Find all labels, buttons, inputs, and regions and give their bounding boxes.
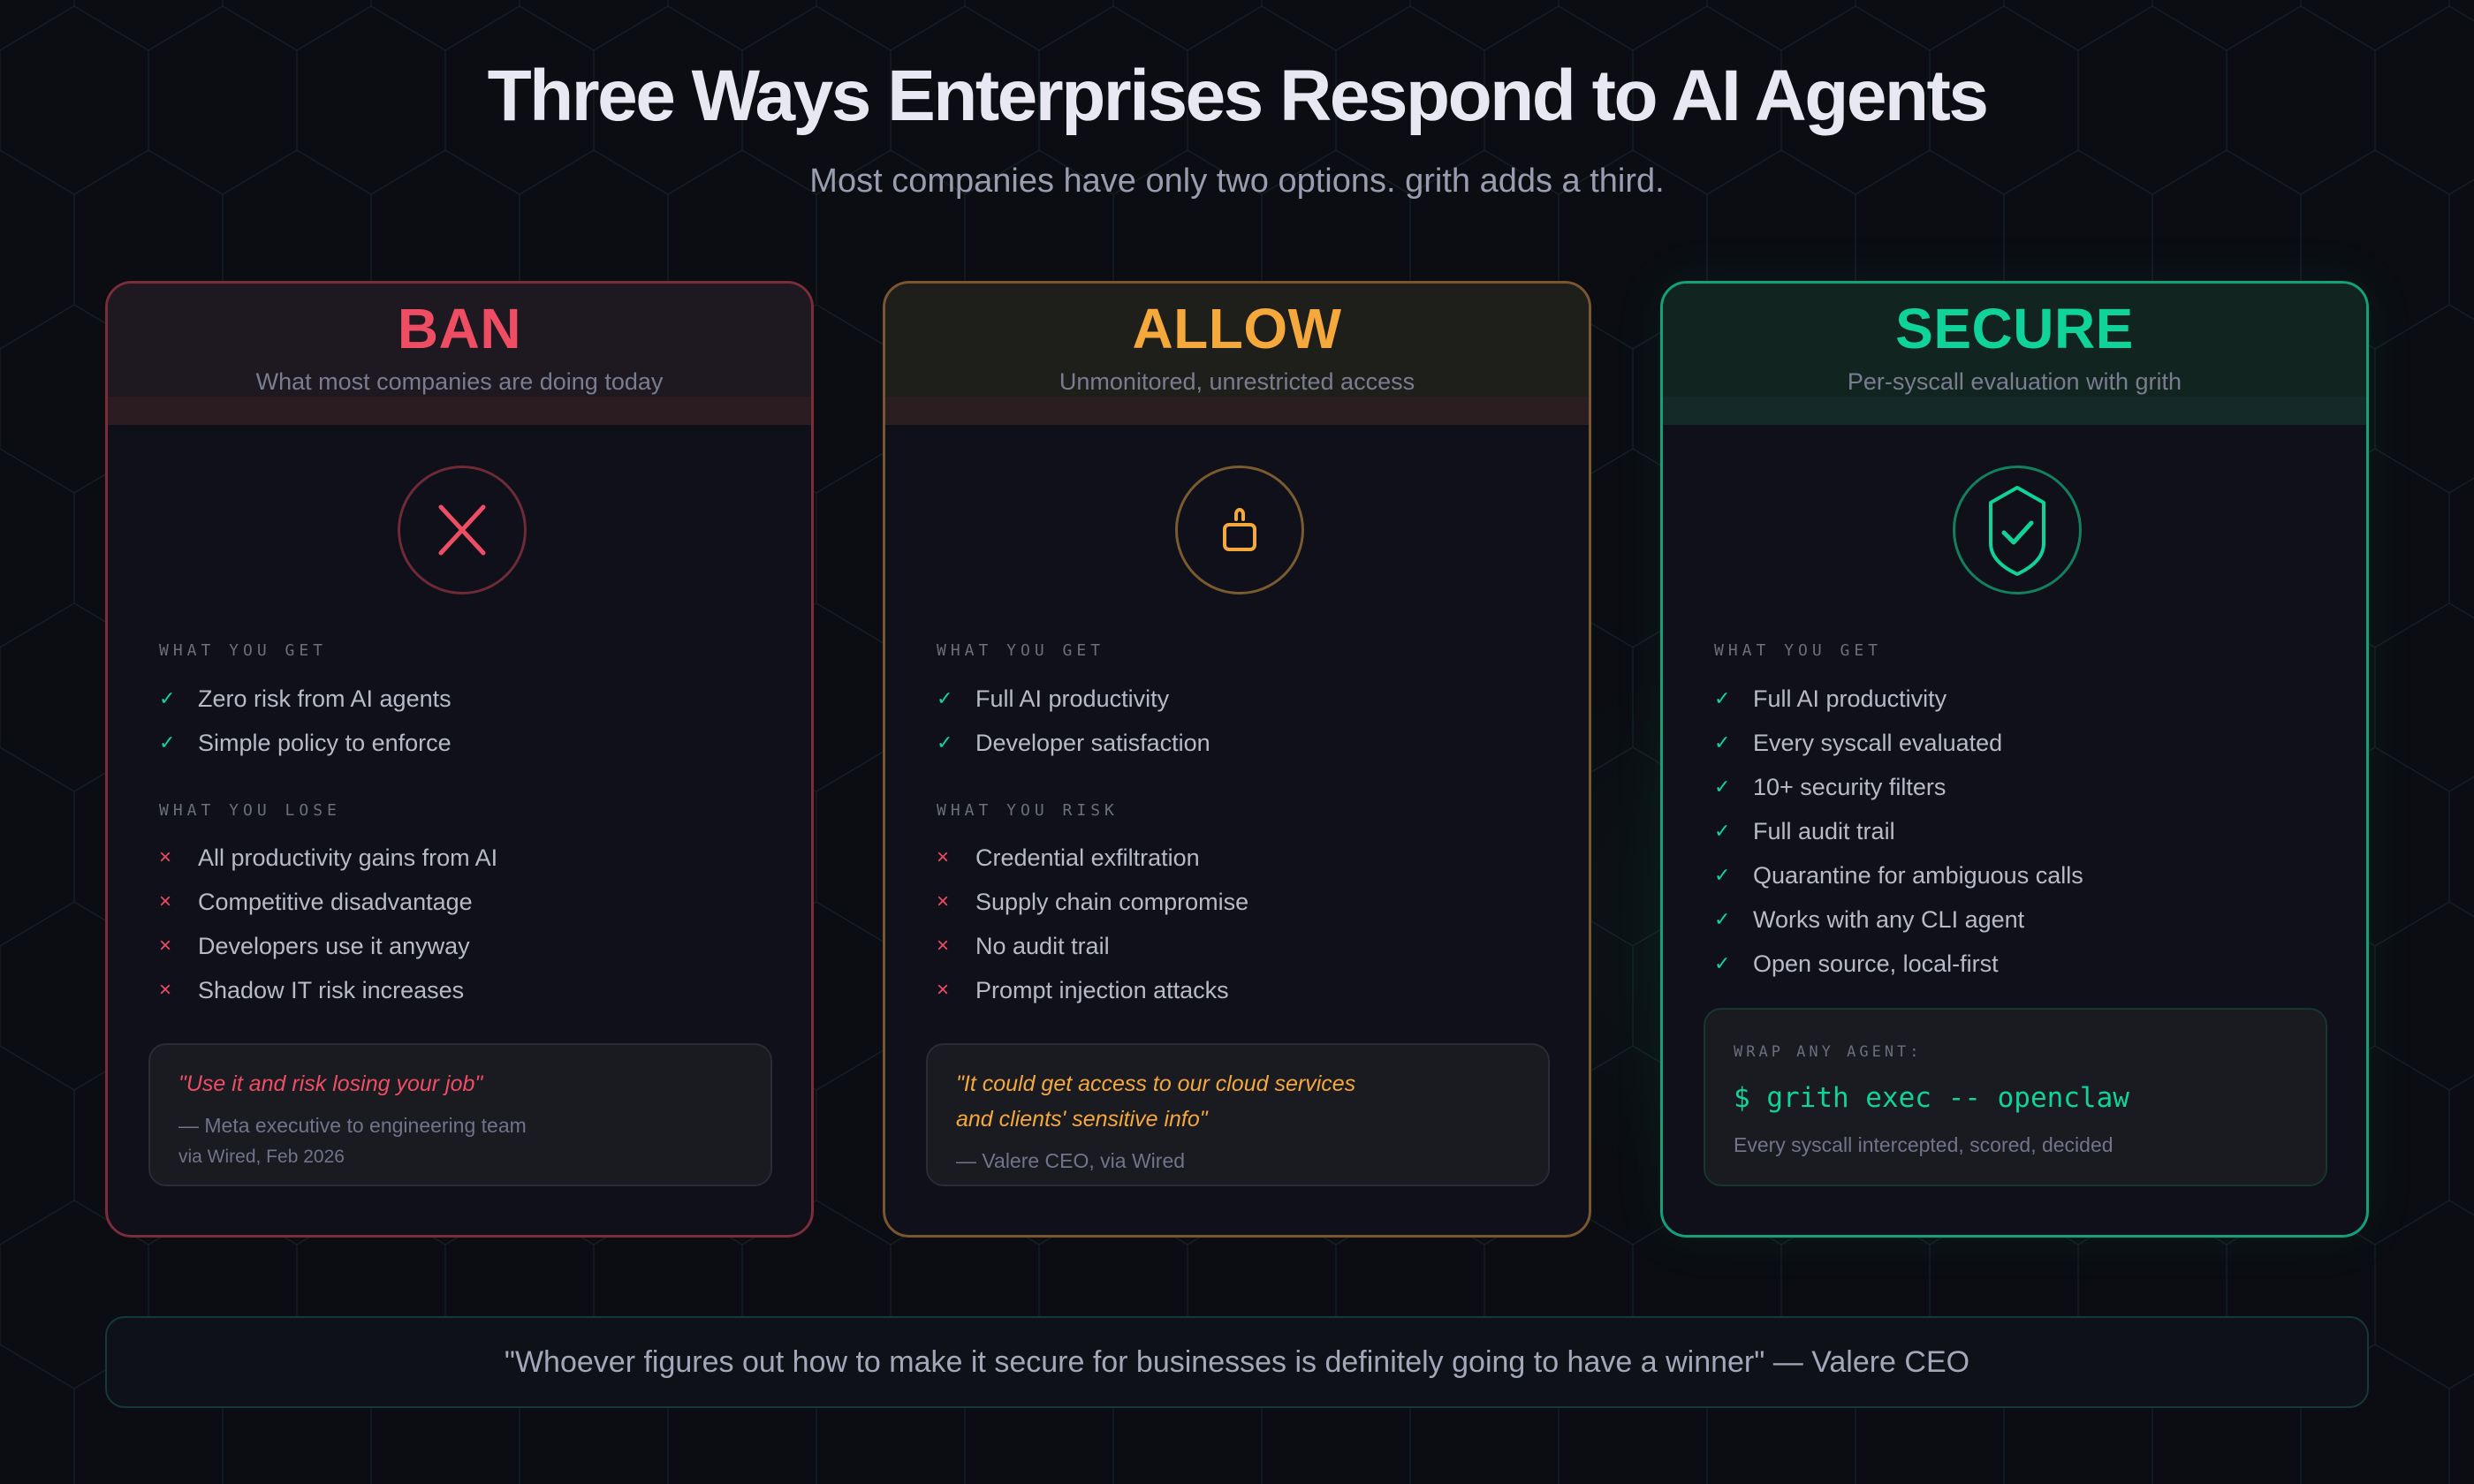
list-item: ✓Every syscall evaluated [1714, 729, 2003, 756]
quote-attribution: — Meta executive to engineering team [178, 1114, 527, 1137]
check-icon: ✓ [937, 687, 953, 709]
list-item: ✓Developer satisfaction [937, 729, 1210, 756]
card-title: ALLOW [1132, 297, 1342, 360]
check-icon: ✓ [1714, 952, 1731, 974]
cross-icon: × [159, 845, 172, 869]
cross-icon: × [937, 934, 950, 958]
quote-attribution: — Valere CEO, via Wired [956, 1149, 1186, 1172]
list-item: ×Shadow IT risk increases [159, 976, 465, 1003]
list-item: ✓Works with any CLI agent [1714, 905, 2025, 933]
check-icon: ✓ [937, 731, 953, 753]
card-ban: BAN What most companies are doing today … [105, 281, 814, 1238]
check-icon: ✓ [1714, 864, 1731, 886]
unlock-icon [1175, 466, 1304, 594]
list-item: ×Developers use it anyway [159, 932, 470, 959]
card-header: SECURE Per-syscall evaluation with grith [1663, 284, 2366, 425]
code-note: Every syscall intercepted, scored, decid… [1734, 1133, 2114, 1156]
check-icon: ✓ [1714, 820, 1731, 842]
page-title: Three Ways Enterprises Respond to AI Age… [487, 56, 1989, 136]
lose-list: ×All productivity gains from AI ×Competi… [159, 836, 497, 1012]
cross-icon: × [159, 890, 172, 913]
list-item: ×Prompt injection attacks [937, 976, 1229, 1003]
quote-box: "It could get access to our cloud servic… [926, 1043, 1550, 1186]
card-tagline: What most companies are doing today [255, 368, 664, 395]
footer-quote: "Whoever figures out how to make it secu… [504, 1344, 1970, 1379]
list-item: ✓Open source, local-first [1714, 950, 1999, 977]
check-icon: ✓ [1714, 687, 1731, 709]
page-subtitle: Most companies have only two options. gr… [809, 163, 1665, 200]
quote-source: via Wired, Feb 2026 [178, 1147, 345, 1167]
list-item: ✓Quarantine for ambiguous calls [1714, 861, 2083, 889]
cross-icon: × [159, 934, 172, 958]
check-icon: ✓ [159, 731, 176, 753]
card-tagline: Unmonitored, unrestricted access [1059, 368, 1415, 395]
cross-icon: × [937, 890, 950, 913]
quote-text: "It could get access to our cloud servic… [956, 1071, 1356, 1132]
list-item: ×All productivity gains from AI [159, 844, 498, 871]
quote-text: "Use it and risk losing your job" [178, 1071, 483, 1096]
risk-list: ×Credential exfiltration ×Supply chain c… [937, 836, 1248, 1012]
section-label-get: WHAT YOU GET [159, 641, 328, 660]
list-item: ×Competitive disadvantage [159, 888, 473, 915]
x-icon [398, 466, 527, 594]
card-title: SECURE [1895, 297, 2134, 360]
quote-box: "Use it and risk losing your job" — Meta… [148, 1043, 772, 1186]
section-label-lose: WHAT YOU LOSE [159, 801, 341, 820]
cross-icon: × [937, 978, 950, 1002]
card-secure: SECURE Per-syscall evaluation with grith… [1660, 281, 2369, 1238]
card-tagline: Per-syscall evaluation with grith [1847, 368, 2182, 395]
section-label-get: WHAT YOU GET [1714, 641, 1883, 660]
list-item: ✓Full AI productivity [937, 685, 1170, 712]
list-item: ×Supply chain compromise [937, 888, 1249, 915]
check-icon: ✓ [159, 687, 176, 709]
list-item: ✓Zero risk from AI agents [159, 685, 452, 712]
cross-icon: × [937, 845, 950, 869]
check-icon: ✓ [1714, 731, 1731, 753]
code-command[interactable]: $ grith exec -- openclaw [1734, 1082, 2129, 1114]
list-item: ×No audit trail [937, 932, 1110, 959]
list-item: ×Credential exfiltration [937, 844, 1200, 871]
code-label: WRAP ANY AGENT: [1734, 1043, 1923, 1061]
card-title: BAN [397, 297, 522, 360]
get-list: ✓Full AI productivity ✓Developer satisfa… [937, 677, 1210, 765]
footer-quote-banner: "Whoever figures out how to make it secu… [105, 1316, 2369, 1408]
section-label-risk: WHAT YOU RISK [937, 801, 1119, 820]
card-header: ALLOW Unmonitored, unrestricted access [885, 284, 1589, 425]
list-item: ✓Simple policy to enforce [159, 729, 452, 756]
list-item: ✓10+ security filters [1714, 773, 1947, 800]
section-label-get: WHAT YOU GET [937, 641, 1105, 660]
get-list: ✓Full AI productivity ✓Every syscall eva… [1714, 677, 2083, 986]
card-allow: ALLOW Unmonitored, unrestricted access W… [883, 281, 1591, 1238]
list-item: ✓Full audit trail [1714, 817, 1895, 844]
cross-icon: × [159, 978, 172, 1002]
card-header: BAN What most companies are doing today [108, 284, 811, 425]
list-item: ✓Full AI productivity [1714, 685, 1947, 712]
check-icon: ✓ [1714, 776, 1731, 798]
get-list: ✓Zero risk from AI agents ✓Simple policy… [159, 677, 452, 765]
code-snippet-box: WRAP ANY AGENT: $ grith exec -- openclaw… [1704, 1008, 2327, 1186]
check-icon: ✓ [1714, 908, 1731, 930]
shield-check-icon [1953, 466, 2082, 594]
